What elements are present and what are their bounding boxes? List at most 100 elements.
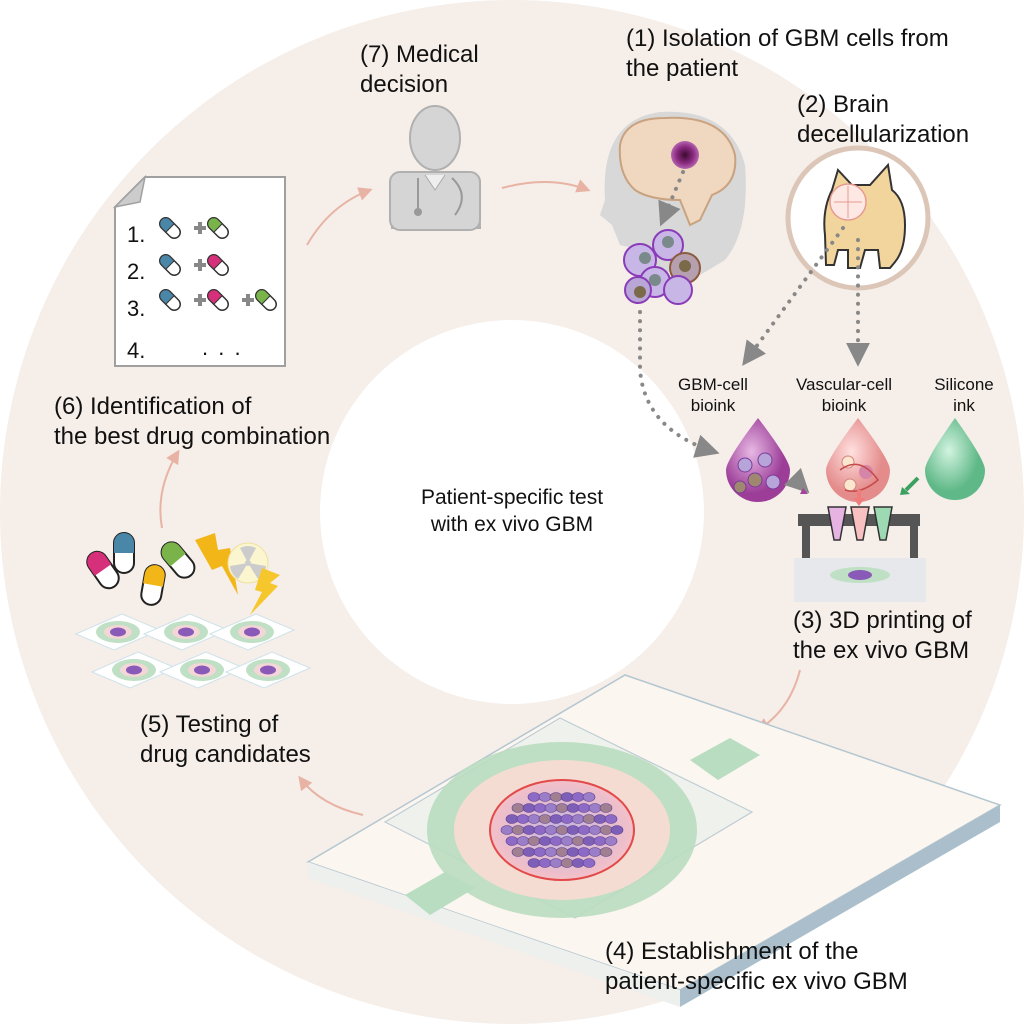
document-list-icon <box>112 174 286 367</box>
tumor-cell <box>544 847 558 857</box>
chip-cell-cluster <box>500 792 624 868</box>
step-4-label: (4) Establishment of the patient-specifi… <box>605 938 908 995</box>
mini-chip-icon <box>74 613 162 651</box>
lightning-bolt-icon <box>195 533 238 595</box>
tumor-cell <box>544 803 558 813</box>
tumor-cell <box>522 803 536 813</box>
capsule-green-icon <box>255 289 277 311</box>
tumor-cell <box>516 814 530 824</box>
silicone-ink-label: Silicone ink <box>934 375 994 415</box>
tumor-cell <box>604 836 618 846</box>
tumor-cell <box>522 825 536 835</box>
dotted-arrow-cells-to-gbm-bioink <box>638 310 720 458</box>
capsule-blue-icon <box>159 289 181 311</box>
tumor-cell <box>560 792 574 802</box>
pig-brain-icon <box>785 145 931 291</box>
tumor-cell <box>544 825 558 835</box>
tumor-cell <box>599 825 613 835</box>
tumor-cell <box>527 858 541 868</box>
tumor-cell <box>549 858 563 868</box>
mini-chip-icon <box>142 613 230 651</box>
tumor-icon <box>671 141 699 169</box>
tumor-cell <box>549 814 563 824</box>
mini-chip-array <box>74 613 312 689</box>
step-1-label: (1) Isolation of GBM cells from the pati… <box>626 25 949 82</box>
drug-list-number-4: 4. <box>127 338 146 363</box>
tumor-cell <box>577 803 591 813</box>
mini-chip-icon <box>208 613 296 651</box>
tumor-cell <box>599 847 613 857</box>
tumor-cell <box>571 836 585 846</box>
capsule-blue-icon <box>113 532 135 574</box>
tumor-cell <box>516 836 530 846</box>
cycle-arrow-5-to-6 <box>159 449 180 529</box>
tumor-cell <box>555 825 569 835</box>
mini-chip-icon <box>224 651 312 689</box>
gbm-bioink-label: GBM-cell bioink <box>678 375 748 415</box>
capsule-yellow-icon <box>140 564 166 606</box>
drug-list-number-3: 3. <box>127 296 146 321</box>
tumor-cell <box>560 858 574 868</box>
tumor-cell <box>555 803 569 813</box>
tumor-cell <box>549 792 563 802</box>
step-3-label: (3) 3D printing of the ex vivo GBM <box>793 607 972 664</box>
drug-combination-capsules <box>159 217 277 311</box>
3d-printer-icon <box>794 506 926 602</box>
tumor-cell <box>577 847 591 857</box>
vascular-cell-bioink-drop-icon <box>826 418 890 502</box>
tumor-cell <box>505 836 519 846</box>
silicone-ink-drop-icon <box>925 418 985 500</box>
lightning-bolt-icon <box>250 568 280 615</box>
gbm-cell-cluster-icon <box>623 229 701 305</box>
capsule-blue-icon <box>159 217 181 239</box>
mini-chip-icon <box>90 651 178 689</box>
step-5-label: (5) Testing of drug candidates <box>140 711 311 768</box>
tumor-cell <box>533 847 547 857</box>
tumor-cell <box>560 814 574 824</box>
plus-icon <box>242 294 254 306</box>
tumor-cell <box>593 814 607 824</box>
doctor-icon <box>389 105 482 231</box>
tumor-cell <box>538 792 552 802</box>
capsule-pink-icon <box>86 550 120 590</box>
tumor-cell <box>566 825 580 835</box>
tumor-cell <box>582 814 596 824</box>
tumor-cell <box>566 803 580 813</box>
capsule-green-icon <box>207 217 229 239</box>
tumor-cell <box>588 825 602 835</box>
vascular-bioink-label: Vascular-cell bioink <box>795 375 893 415</box>
center-title: Patient-specific test with ex vivo GBM <box>420 486 604 536</box>
tumor-cell <box>588 847 602 857</box>
tumor-cell <box>555 847 569 857</box>
tumor-cell <box>527 836 541 846</box>
step-2-label: (2) Brain decellularization <box>797 91 970 148</box>
tumor-cell <box>582 792 596 802</box>
tumor-cell <box>511 847 525 857</box>
tumor-cell <box>599 803 613 813</box>
drug-list-ellipsis: . . . <box>202 335 243 360</box>
capsule-green-icon <box>160 541 196 579</box>
step-7-label: (7) Medical decision <box>360 41 479 98</box>
tumor-cell <box>505 814 519 824</box>
drug-list-number-1: 1. <box>127 222 146 247</box>
silicone-ink-arrow <box>904 476 920 492</box>
dotted-arrow-pig-to-gbm-bioink <box>742 226 845 366</box>
tumor-cell <box>593 836 607 846</box>
plus-icon <box>194 294 206 306</box>
tumor-cell <box>566 847 580 857</box>
capsule-pink-icon <box>207 289 229 311</box>
tumor-cell <box>511 803 525 813</box>
tumor-cell <box>549 836 563 846</box>
tumor-cell <box>527 792 541 802</box>
gbm-cell-bioink-drop-icon <box>726 418 790 502</box>
tumor-cell <box>582 858 596 868</box>
plus-icon <box>194 222 206 234</box>
capsule-blue-icon <box>159 254 181 276</box>
capsule-pink-icon <box>207 254 229 276</box>
tumor-cell <box>571 792 585 802</box>
drug-testing-icon <box>86 532 280 615</box>
tumor-cell <box>571 858 585 868</box>
inner-circle <box>320 320 704 704</box>
tumor-cell <box>533 825 547 835</box>
